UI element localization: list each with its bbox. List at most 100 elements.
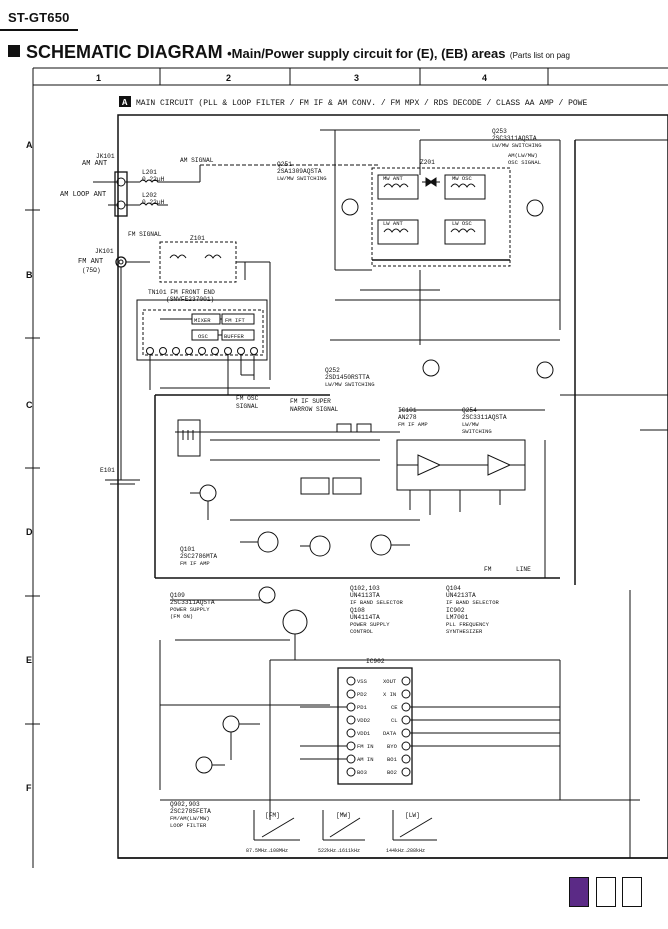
- label-jk101-am: JK101: [96, 153, 115, 160]
- label-ic902-chip: IC902: [366, 658, 385, 665]
- label-q109-part: 2SC3311AQSTA: [170, 599, 215, 606]
- row-letter-e: E: [26, 655, 33, 665]
- label-e101: E101: [100, 467, 115, 474]
- row-letter-d: D: [26, 527, 33, 537]
- pin-ce: CE: [391, 704, 398, 711]
- column-number-3: 3: [354, 73, 360, 83]
- pin-pd1: PD1: [357, 704, 368, 711]
- column-number-4: 4: [482, 73, 488, 83]
- label-l202: L202: [142, 192, 157, 199]
- label-am-ant: AM ANT: [82, 160, 107, 168]
- label-q253-function: LW/MW SWITCHING: [492, 142, 542, 149]
- label-q254-function: LW/MW: [462, 421, 479, 428]
- label-q109: Q109: [170, 592, 185, 599]
- label-z101: Z101: [190, 235, 205, 242]
- label-ic902-part: LM7001: [446, 614, 469, 621]
- graph-mw-range: 522kHz→1611kHz: [318, 848, 360, 854]
- block-mixer: MIXER: [194, 317, 211, 324]
- label-q104-part: UN4213TA: [446, 592, 476, 599]
- label-q102-103: Q102,103: [350, 585, 380, 592]
- label-am-osc-signal: OSC SIGNAL: [508, 159, 541, 166]
- label-q104-function: IF BAND SELECTOR: [446, 599, 500, 606]
- label-z201: Z201: [420, 159, 435, 166]
- label-q902-903: Q902,903: [170, 801, 200, 808]
- label-l201-value: 0.22µH: [142, 176, 165, 183]
- label-q102-part: UN4113TA: [350, 592, 380, 599]
- label-q108: Q108: [350, 607, 365, 614]
- block-fm-ift: FM IFT: [225, 317, 246, 324]
- label-l201: L201: [142, 169, 157, 176]
- label-lw-osc: LW OSC: [452, 220, 473, 227]
- pin-vss: VSS: [357, 678, 368, 685]
- label-q254-part: 2SC3311AQSTA: [462, 414, 507, 421]
- row-letter-c: C: [26, 400, 33, 410]
- column-number-2: 2: [226, 73, 232, 83]
- label-tn101: TN101 FM FRONT END: [148, 289, 215, 296]
- section-badge: [119, 96, 131, 107]
- label-q251-part: 2SA1309AQSTA: [277, 168, 322, 175]
- label-q109-function: POWER SUPPLY: [170, 606, 210, 613]
- label-mw-ant: MW ANT: [383, 175, 404, 182]
- label-tn101-part: (SNVFE237001): [166, 296, 214, 303]
- label-q252: Q252: [325, 367, 340, 374]
- graph-lw-title: [LW]: [405, 812, 420, 819]
- graph-fm-range: 87.5MHz→108MHz: [246, 848, 288, 854]
- label-q252-part: 2SD1450RSTTA: [325, 374, 370, 381]
- pin-am-in: AM IN: [357, 756, 374, 763]
- pin-xin: X IN: [383, 691, 396, 698]
- label-mw-osc: MW OSC: [452, 175, 473, 182]
- label-q101-part: 2SC2786MTA: [180, 553, 217, 560]
- label-q902-function-2: LOOP FILTER: [170, 822, 207, 829]
- row-letter-b: B: [26, 270, 33, 280]
- label-q108-part: UN4114TA: [350, 614, 380, 621]
- label-ic101-part: AN278: [398, 414, 417, 421]
- label-ic902: IC902: [446, 607, 465, 614]
- label-q101: Q101: [180, 546, 195, 553]
- label-q254: Q254: [462, 407, 477, 414]
- label-fm-if-super-narrow: NARROW SIGNAL: [290, 406, 339, 413]
- label-ic101-function: FM IF AMP: [398, 421, 428, 428]
- label-ic902-function-2: SYNTHESIZER: [446, 628, 483, 635]
- label-q104: Q104: [446, 585, 461, 592]
- model-number: ST-GT650: [8, 10, 70, 25]
- section-letter: A: [122, 98, 128, 108]
- label-q108-function-2: CONTROL: [350, 628, 373, 635]
- pin-vdd1: VDD1: [357, 730, 371, 737]
- label-fm-osc-signal: SIGNAL: [236, 403, 259, 410]
- label-lw-ant: LW ANT: [383, 220, 404, 227]
- label-fm-line-2: LINE: [516, 566, 531, 573]
- pin-bo3: BO3: [357, 769, 367, 776]
- graph-lw-range: 144kHz→288kHz: [386, 848, 425, 854]
- page-swatch-3: [622, 877, 642, 907]
- label-q254-function-2: SWITCHING: [462, 428, 492, 435]
- pin-vdd2: VDD2: [357, 717, 370, 724]
- block-osc: OSC: [198, 333, 209, 340]
- label-fm-if-super: FM IF SUPER: [290, 398, 331, 405]
- row-letter-f: F: [26, 783, 32, 793]
- label-q253-part: 2SC3311AQSTA: [492, 135, 537, 142]
- pin-data: DATA: [383, 730, 397, 737]
- label-fm-ohm: (75Ω): [82, 267, 101, 274]
- pin-bo1: BO1: [387, 756, 398, 763]
- label-fm-ant: FM ANT: [78, 258, 103, 266]
- title-bullet-square: [8, 45, 20, 57]
- label-ic902-function: PLL FREQUENCY: [446, 621, 490, 628]
- label-q102-function: IF BAND SELECTOR: [350, 599, 404, 606]
- label-fm-osc: FM OSC: [236, 395, 259, 402]
- label-q109-function-2: (FM ON): [170, 613, 193, 620]
- title-subtitle: •Main/Power supply circuit for (E), (EB)…: [227, 46, 506, 61]
- label-ic101: IC101: [398, 407, 417, 414]
- page-swatch-1: [569, 877, 589, 907]
- section-title: MAIN CIRCUIT (PLL & LOOP FILTER / FM IF …: [136, 99, 587, 108]
- page-swatch-2: [596, 877, 616, 907]
- label-q251: Q251: [277, 161, 292, 168]
- label-q902-part: 2SC2785FETA: [170, 808, 211, 815]
- pin-byo: BYO: [387, 743, 398, 750]
- graph-mw-title: [MW]: [336, 812, 351, 819]
- title-main: SCHEMATIC DIAGRAM: [26, 42, 223, 62]
- pin-cl: CL: [391, 717, 398, 724]
- label-q101-function: FM IF AMP: [180, 560, 210, 567]
- label-am-osc: AM(LW/MW): [508, 152, 538, 159]
- label-q252-function: LW/MW SWITCHING: [325, 381, 375, 388]
